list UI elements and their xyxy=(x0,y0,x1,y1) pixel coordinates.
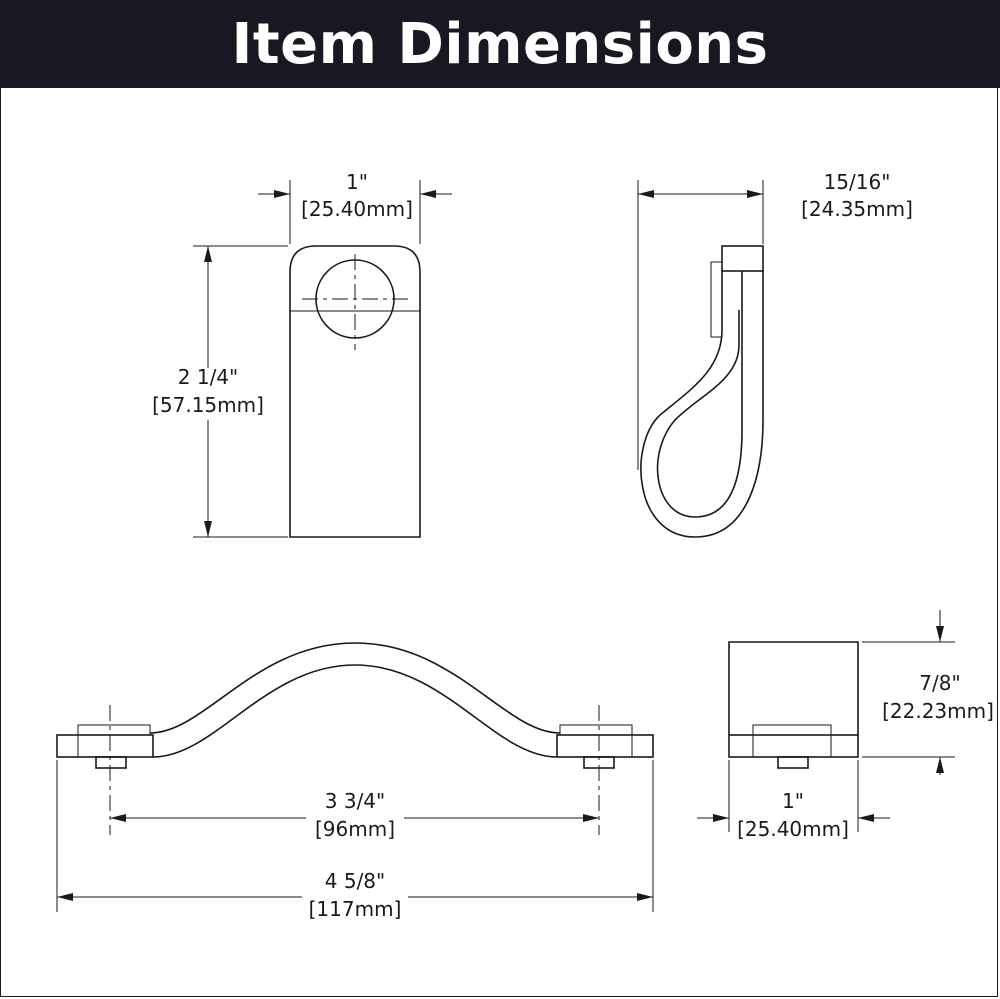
center-distance-imperial: 3 3/4" xyxy=(325,789,385,813)
side-view-loop-outer xyxy=(640,271,764,538)
arrowhead xyxy=(204,246,212,262)
center-distance-metric: [96mm] xyxy=(315,817,395,841)
right-foot-top xyxy=(559,724,633,736)
arrowhead xyxy=(713,814,729,822)
arrowhead xyxy=(204,521,212,537)
side-view-loop-inner xyxy=(656,271,743,518)
arrowhead xyxy=(638,190,654,198)
length-view: 3 3/4" [96mm] 4 5/8" [117mm] xyxy=(56,642,654,921)
end-width-imperial: 1" xyxy=(782,789,804,813)
overall-length-metric: [117mm] xyxy=(309,897,402,921)
end-view-top xyxy=(752,724,832,736)
right-foot-plate xyxy=(556,734,654,758)
arrowhead xyxy=(858,814,874,822)
arrowhead xyxy=(936,626,944,642)
front-view: 1" [25.40mm] 2 1/4" [57.15mm] xyxy=(152,170,452,538)
side-view-base xyxy=(721,245,764,272)
side-view: 15/16" [24.35mm] xyxy=(637,170,913,538)
front-width-imperial: 1" xyxy=(346,170,368,194)
handle-arch-bottom xyxy=(152,664,558,758)
end-view-screw-stub xyxy=(777,756,809,769)
end-height-metric: [22.23mm] xyxy=(882,699,994,723)
front-height-metric: [57.15mm] xyxy=(152,393,264,417)
arrowhead xyxy=(747,190,763,198)
drawing-frame xyxy=(0,88,998,997)
end-height-imperial: 7/8" xyxy=(919,671,960,695)
arrowhead xyxy=(274,190,290,198)
left-foot-top xyxy=(77,724,151,736)
arrowhead xyxy=(420,190,436,198)
front-height-imperial: 2 1/4" xyxy=(178,365,238,389)
overall-length-imperial: 4 5/8" xyxy=(325,869,385,893)
left-foot-plate xyxy=(56,734,154,758)
arrowhead xyxy=(110,814,126,822)
end-view-plate xyxy=(728,734,859,758)
arrowhead xyxy=(637,893,653,901)
arrowhead xyxy=(936,757,944,773)
left-screw-stub xyxy=(95,756,127,769)
front-view-outline xyxy=(289,245,421,538)
end-width-metric: [25.40mm] xyxy=(737,817,849,841)
handle-arch-top xyxy=(149,642,561,734)
arrowhead xyxy=(583,814,599,822)
side-view-tab xyxy=(710,261,723,338)
page-title: Item Dimensions xyxy=(231,11,769,77)
side-depth-metric: [24.35mm] xyxy=(801,197,913,221)
end-view: 7/8" [22.23mm] 1" [25.40mm] xyxy=(697,610,994,841)
side-depth-imperial: 15/16" xyxy=(824,170,891,194)
arrowhead xyxy=(57,893,73,901)
end-view-outline xyxy=(728,641,859,735)
front-width-metric: [25.40mm] xyxy=(301,197,413,221)
header-bar: Item Dimensions xyxy=(0,0,1000,88)
